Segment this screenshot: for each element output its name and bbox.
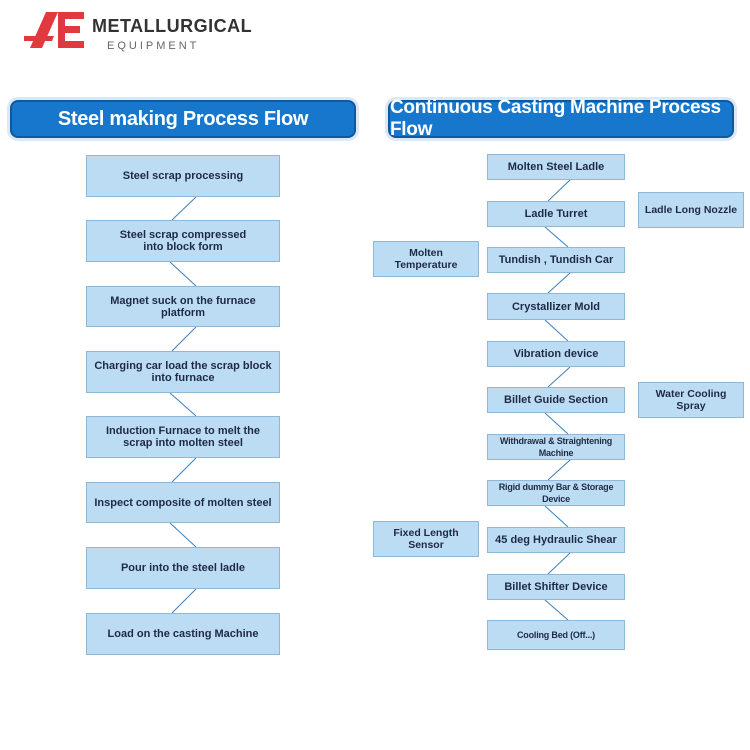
left-connector-7 [171,588,197,614]
side-note-ladle-long-nozzle: Ladle Long Nozzle [638,192,744,228]
left-section-header-label: Steel making Process Flow [57,107,309,130]
side-note-fixed-length-sensor: Fixed Length Sensor [373,521,479,557]
right-step-2: Ladle Turret [487,201,625,227]
right-step-4-label: Crystallizer Mold [511,300,601,313]
right-section-header-label: Continuous Casting Machine Process Flow [390,97,721,140]
right-step-7: Withdrawal & Straightening Machine [487,434,625,460]
left-connector-3 [171,326,197,352]
right-step-8-label: Rigid dummy Bar & Storage Device [498,482,614,504]
left-step-6: Inspect composite of molten steel [86,482,280,523]
left-step-4-label: Charging car load the scrap block into f… [94,360,272,384]
right-connector-3 [547,272,571,294]
right-step-3-label: Tundish , Tundish Car [498,254,614,266]
left-step-7-label: Pour into the steel ladle [120,562,246,574]
left-step-1-label: Steel scrap processing [122,170,244,182]
right-step-3: Tundish , Tundish Car [487,247,625,273]
side-note-water-cooling-spray: Water Cooling Spray [638,382,744,418]
left-connector-6 [169,522,197,548]
left-step-2: Steel scrap compressed into block form [86,220,280,262]
left-step-3: Magnet suck on the furnace platform [86,286,280,327]
right-step-2-label: Ladle Turret [524,208,588,220]
left-connector-4 [169,392,197,417]
right-step-11: Cooling Bed (Off...) [487,620,625,650]
right-connector-6 [544,412,569,435]
right-connector-5 [547,366,571,388]
right-connector-10 [544,599,569,621]
right-section-header: Continuous Casting Machine Process Flow [388,97,734,140]
left-connector-1 [171,196,197,221]
left-connector-5 [171,457,197,483]
right-step-4: Crystallizer Mold [487,293,625,320]
left-step-4: Charging car load the scrap block into f… [86,351,280,393]
right-connector-2 [544,226,569,248]
right-step-1-label: Molten Steel Ladle [507,161,605,173]
side-note-water-cooling-spray-label: Water Cooling Spray [655,388,727,412]
right-connector-1 [547,179,571,202]
right-step-8: Rigid dummy Bar & Storage Device [487,480,625,506]
side-note-molten-temperature-label: Molten Temperature [394,247,458,271]
left-step-7: Pour into the steel ladle [86,547,280,589]
left-step-8-label: Load on the casting Machine [107,628,259,640]
left-step-5-label: Induction Furnace to melt the scrap into… [105,425,260,449]
right-step-5-label: Vibration device [513,348,599,360]
right-connector-7 [547,459,571,481]
left-step-3-label: Magnet suck on the furnace platform [110,294,256,319]
right-step-11-label: Cooling Bed (Off...) [517,630,595,640]
left-step-1: Steel scrap processing [86,155,280,197]
right-step-9-label: 45 deg Hydraulic Shear [495,534,617,546]
left-step-5: Induction Furnace to melt the scrap into… [86,416,280,458]
right-step-1: Molten Steel Ladle [487,154,625,180]
side-note-ladle-long-nozzle-label: Ladle Long Nozzle [644,204,738,216]
right-step-7-label: Withdrawal & Straightening Machine [499,436,613,458]
right-step-6: Billet Guide Section [487,387,625,413]
right-connector-8 [544,505,569,528]
right-step-5: Vibration device [487,341,625,367]
left-step-2-label: Steel scrap compressed into block form [119,229,247,253]
right-step-10: Billet Shifter Device [487,574,625,600]
right-step-6-label: Billet Guide Section [504,394,608,406]
left-step-8: Load on the casting Machine [86,613,280,655]
right-step-9: 45 deg Hydraulic Shear [487,527,625,553]
right-connector-9 [547,552,571,575]
left-connector-2 [169,261,197,287]
left-step-6-label: Inspect composite of molten steel [94,496,272,509]
side-note-molten-temperature: Molten Temperature [373,241,479,277]
right-connector-4 [544,319,569,342]
side-note-fixed-length-sensor-label: Fixed Length Sensor [393,527,459,551]
company-logo-icon [24,12,84,48]
logo-title: METALLURGICAL [92,16,253,36]
left-section-header: Steel making Process Flow [10,100,356,138]
right-step-10-label: Billet Shifter Device [504,581,608,593]
logo-subtitle: EQUIPMENT [107,40,200,52]
